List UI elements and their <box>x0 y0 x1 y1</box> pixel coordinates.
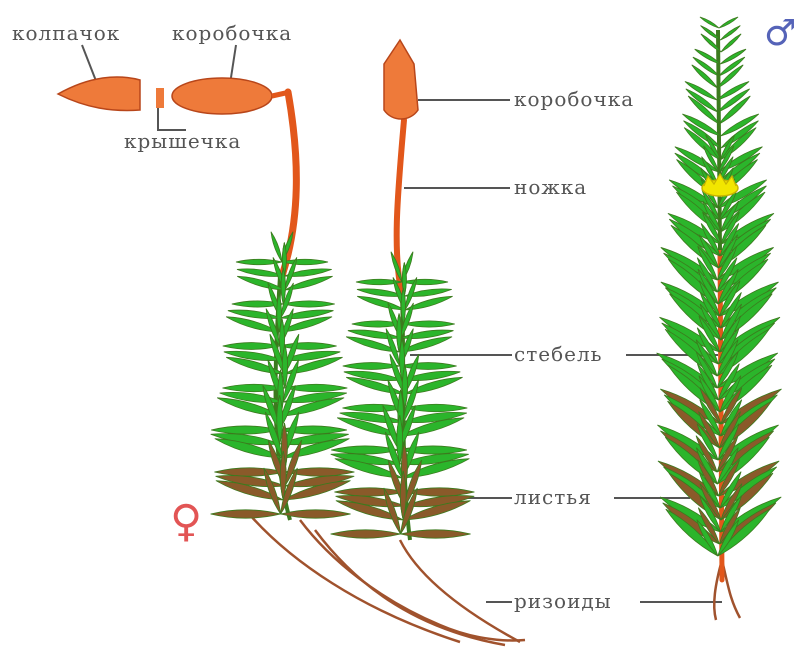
leaf <box>211 510 281 518</box>
female-symbol: ♀ <box>170 498 203 546</box>
male-rosette <box>702 174 738 196</box>
green-stems <box>276 30 720 540</box>
leaves-group <box>211 17 782 556</box>
leaf <box>400 363 457 370</box>
label-stalk: ножка <box>514 176 587 198</box>
leaf <box>357 296 405 310</box>
label-lid: крышечка <box>124 130 241 152</box>
rhizoids <box>250 515 740 645</box>
leaf <box>331 530 401 538</box>
leaf <box>334 488 404 496</box>
male-symbol: ♂ <box>764 14 797 54</box>
leaf <box>280 343 337 350</box>
leaf <box>719 17 738 28</box>
label-rhizoids: ризоиды <box>514 590 612 612</box>
leaf <box>271 232 282 262</box>
label-stem: стебель <box>514 343 603 365</box>
leaf <box>402 279 448 285</box>
label-capsule-left: коробочка <box>172 22 292 44</box>
leaf <box>283 301 334 307</box>
cap-shape <box>58 77 140 111</box>
lid-shape <box>156 88 164 108</box>
capsule-left-shape <box>172 78 272 114</box>
leaf <box>403 321 454 327</box>
leaf <box>720 49 746 64</box>
capsule-right-shape <box>384 40 418 119</box>
label-leaves: листья <box>514 486 592 508</box>
leaf <box>214 468 284 476</box>
capsules <box>58 40 418 119</box>
label-capsule-right: коробочка <box>514 88 634 110</box>
label-cap: колпачок <box>12 22 120 44</box>
